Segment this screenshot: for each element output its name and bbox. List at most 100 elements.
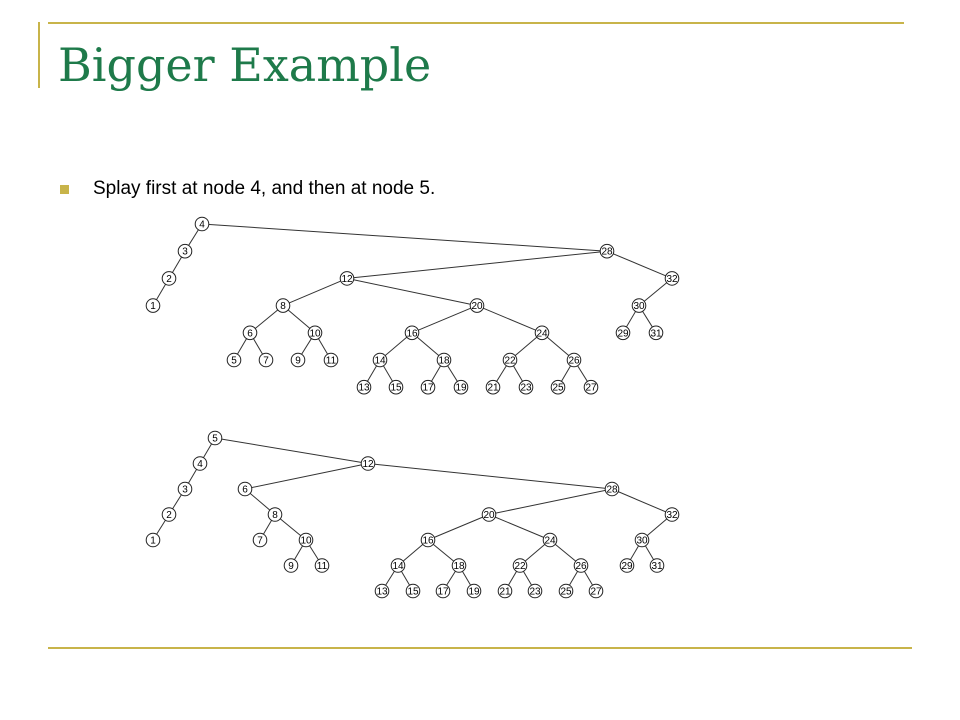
node-circle <box>283 558 299 573</box>
node-label: 17 <box>437 587 449 598</box>
tree-node-25: 25 <box>558 583 574 599</box>
tree-node-24: 24 <box>542 532 558 548</box>
node-label: 27 <box>585 383 597 394</box>
node-label: 18 <box>438 356 450 367</box>
node-label: 18 <box>453 561 465 572</box>
node-label: 12 <box>341 274 353 285</box>
node-circle <box>534 325 550 341</box>
tree-node-5: 5 <box>226 352 242 368</box>
node-label: 32 <box>666 274 678 285</box>
node-label: 11 <box>326 356 337 367</box>
node-label: 32 <box>666 510 678 521</box>
node-circle <box>631 298 647 313</box>
tree-node-28: 28 <box>599 243 615 259</box>
tree-node-8: 8 <box>267 507 283 522</box>
node-label: 10 <box>309 328 321 339</box>
node-label: 9 <box>288 561 294 572</box>
node-label: 29 <box>617 328 629 339</box>
node-circle <box>420 532 436 548</box>
node-circle <box>420 379 436 395</box>
node-circle <box>466 583 482 599</box>
tree-node-32: 32 <box>664 271 680 286</box>
node-label: 9 <box>295 356 301 367</box>
node-circle <box>619 558 635 573</box>
tree-node-17: 17 <box>435 583 451 599</box>
node-label: 29 <box>621 561 633 572</box>
tree-node-12: 12 <box>339 271 355 286</box>
tree-node-17: 17 <box>420 379 436 395</box>
node-circle <box>502 352 518 368</box>
node-label: 7 <box>257 536 263 547</box>
node-circle <box>588 583 604 599</box>
tree-node-15: 15 <box>405 583 421 599</box>
tree-edge-4-28 <box>201 223 608 252</box>
tree-node-27: 27 <box>583 379 599 395</box>
node-circle <box>161 271 177 286</box>
tree-node-29: 29 <box>615 325 631 341</box>
tree-node-1: 1 <box>145 532 161 548</box>
node-circle <box>573 558 589 573</box>
node-label: 5 <box>212 434 218 445</box>
tree-node-30: 30 <box>631 298 647 313</box>
tree-edge-20-16 <box>411 305 478 334</box>
node-circle <box>550 379 566 395</box>
tree-edge-20-24 <box>476 305 543 334</box>
tree-edge-28-20 <box>488 488 613 515</box>
node-label: 13 <box>358 383 370 394</box>
tree-node-19: 19 <box>466 583 482 599</box>
tree-node-2: 2 <box>161 507 177 522</box>
node-label: 31 <box>650 328 662 339</box>
tree-node-4: 4 <box>192 456 208 471</box>
node-label: 15 <box>390 383 402 394</box>
top-rule <box>48 22 904 24</box>
node-circle <box>226 352 242 368</box>
node-label: 3 <box>182 247 188 258</box>
node-label: 11 <box>317 561 328 572</box>
node-circle <box>242 325 258 341</box>
tree-node-3: 3 <box>177 243 193 259</box>
node-label: 25 <box>552 383 564 394</box>
node-label: 30 <box>633 301 645 312</box>
tree-node-30: 30 <box>634 532 650 548</box>
node-label: 6 <box>242 485 248 496</box>
tree-node-29: 29 <box>619 558 635 573</box>
tree-node-11: 11 <box>323 352 339 368</box>
node-circle <box>649 558 665 573</box>
node-circle <box>237 481 253 497</box>
tree-node-3: 3 <box>177 481 193 497</box>
tree-node-1: 1 <box>145 298 161 313</box>
node-label: 24 <box>536 328 548 339</box>
node-label: 2 <box>166 510 172 521</box>
tree-edge-12-6 <box>244 463 369 490</box>
tree-node-13: 13 <box>356 379 372 395</box>
node-label: 22 <box>514 561 526 572</box>
node-label: 31 <box>651 561 663 572</box>
node-circle <box>258 352 274 368</box>
node-label: 14 <box>374 356 386 367</box>
node-circle <box>604 481 620 497</box>
tree-node-10: 10 <box>307 325 323 341</box>
node-circle <box>390 558 406 573</box>
node-circle <box>145 532 161 548</box>
node-circle <box>207 430 223 446</box>
node-label: 1 <box>150 536 156 547</box>
node-circle <box>451 558 467 573</box>
node-circle <box>542 532 558 548</box>
node-label: 28 <box>601 247 613 258</box>
bullet-text: Splay first at node 4, and then at node … <box>93 178 436 199</box>
node-circle <box>145 298 161 313</box>
node-circle <box>485 379 501 395</box>
node-circle <box>194 216 210 232</box>
node-circle <box>583 379 599 395</box>
node-label: 12 <box>362 459 374 470</box>
node-circle <box>512 558 528 573</box>
tree-node-16: 16 <box>404 325 420 341</box>
tree-node-23: 23 <box>527 583 543 599</box>
node-circle <box>275 298 291 313</box>
tree-node-2: 2 <box>161 271 177 286</box>
tree-edge-5-12 <box>214 437 369 464</box>
node-label: 20 <box>483 510 495 521</box>
tree-edge-12-8 <box>282 277 348 307</box>
